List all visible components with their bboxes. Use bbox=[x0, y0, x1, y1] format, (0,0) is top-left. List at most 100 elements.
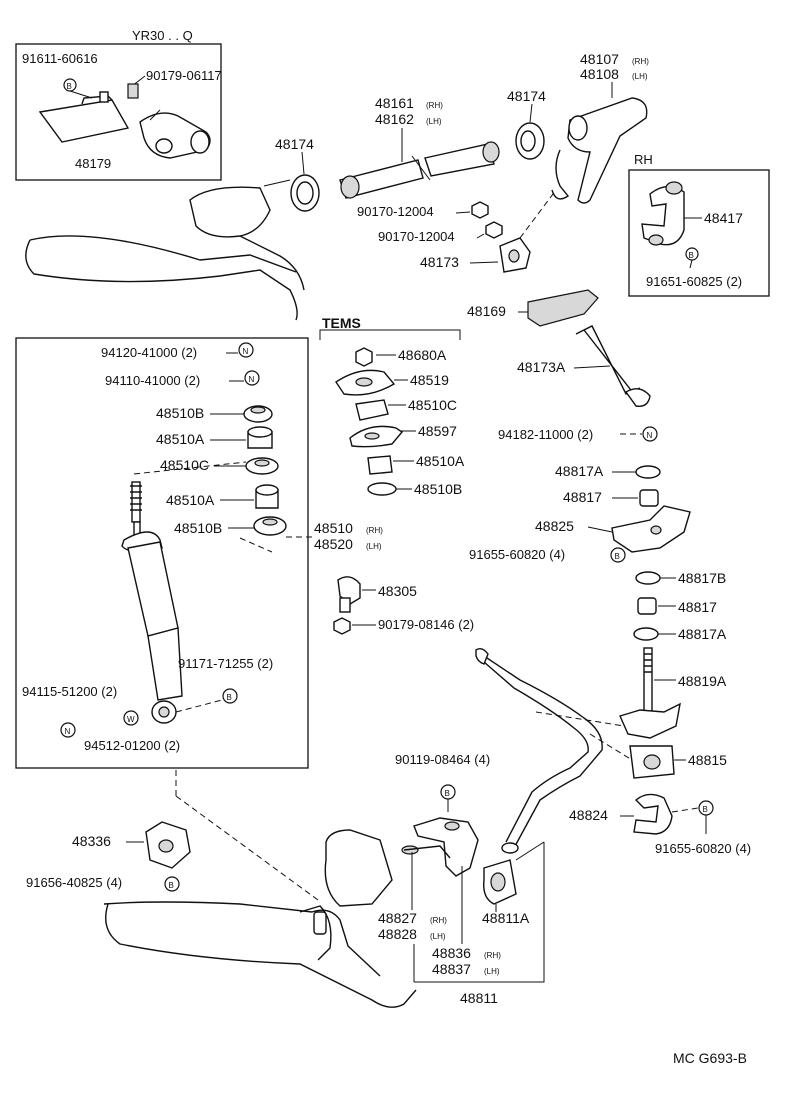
link-48819A-icon bbox=[619, 647, 681, 739]
symbol-b-badge bbox=[610, 547, 626, 563]
label-48828-side: (LH) bbox=[430, 932, 446, 941]
bolt-48173A-icon bbox=[583, 329, 635, 395]
inset-yr30-title: YR30 . . Q bbox=[132, 28, 193, 43]
label-48510A-top: 48510A bbox=[156, 431, 205, 447]
nut-upper-icon bbox=[471, 201, 489, 219]
symbol-w-text: W bbox=[127, 715, 135, 724]
inset-yr30: YR30 . . Q 91611-60616 B 90179-06117 481… bbox=[15, 28, 222, 181]
label-91655-lower: 91655-60820 (4) bbox=[655, 841, 751, 856]
label-48828: 48828 bbox=[378, 926, 417, 942]
label-48819A: 48819A bbox=[678, 673, 727, 689]
label-48597: 48597 bbox=[418, 423, 457, 439]
label-48510C-tems: 48510C bbox=[408, 397, 457, 413]
label-48173: 48173 bbox=[420, 254, 459, 270]
label-91655-upper: 91655-60820 (4) bbox=[469, 547, 565, 562]
label-48174-right: 48174 bbox=[507, 88, 546, 104]
cushion-48817A-lower-icon bbox=[633, 627, 659, 641]
symbol-w-badge bbox=[123, 710, 139, 726]
label-48510B-top: 48510B bbox=[156, 405, 204, 421]
symbol-b-text: B bbox=[615, 552, 620, 561]
inset-rh: RH 48417 B 91651-60825 (2) bbox=[628, 152, 770, 297]
label-48161: 48161 bbox=[375, 95, 414, 111]
label-48108-side: (LH) bbox=[632, 72, 648, 81]
stabilizer-bar bbox=[475, 647, 633, 854]
stabilizer-bracket-rh-icon bbox=[641, 185, 685, 246]
label-48811A: 48811A bbox=[482, 910, 530, 926]
bushing-48817-icon bbox=[639, 489, 659, 507]
label-91651-60825: 91651-60825 (2) bbox=[646, 274, 742, 289]
stabilizer-link-group: 48169 48173A 94182-11000 (2) N 48817A 48… bbox=[467, 289, 751, 856]
label-48817-lower: 48817 bbox=[678, 599, 717, 615]
cushion-48817A-icon bbox=[635, 465, 661, 479]
symbol-b-text: B bbox=[703, 805, 708, 814]
cushion-48510B-lower-icon bbox=[253, 516, 287, 536]
bracket-plate-icon bbox=[38, 99, 130, 143]
label-48510B-tems: 48510B bbox=[414, 481, 462, 497]
symbol-b-badge bbox=[222, 688, 238, 704]
label-48169: 48169 bbox=[467, 303, 506, 319]
symbol-n-badge bbox=[642, 426, 658, 442]
label-48510A-mid: 48510A bbox=[166, 492, 215, 508]
label-94115-51200: 94115-51200 (2) bbox=[22, 684, 117, 699]
symbol-n-text: N bbox=[249, 375, 255, 384]
label-48817-top: 48817 bbox=[563, 489, 602, 505]
shock-absorber-icon bbox=[121, 481, 183, 724]
label-94512-01200: 94512-01200 (2) bbox=[84, 738, 180, 753]
bumper-group: 48305 90179-08146 (2) bbox=[333, 576, 474, 635]
label-94110-41000: 94110-41000 (2) bbox=[105, 373, 200, 388]
label-91611-60616: 91611-60616 bbox=[22, 51, 98, 66]
symbol-n-badge bbox=[244, 370, 260, 386]
symbol-b-text: B bbox=[227, 693, 232, 702]
label-91171-71255: 91171-71255 (2) bbox=[178, 656, 273, 671]
label-48519: 48519 bbox=[410, 372, 449, 388]
label-94120-41000: 94120-41000 (2) bbox=[101, 345, 197, 360]
tems-group: TEMS 48680A 48519 48510C 48597 48510A 48… bbox=[319, 315, 465, 497]
bushing-48817-lower-icon bbox=[637, 597, 657, 615]
label-48837-side: (LH) bbox=[484, 967, 500, 976]
label-48417: 48417 bbox=[704, 210, 743, 226]
label-48520-side: (LH) bbox=[366, 542, 382, 551]
label-48817A-top: 48817A bbox=[555, 463, 604, 479]
symbol-b-text: B bbox=[67, 82, 72, 91]
cushion-48510B-tems-icon bbox=[367, 482, 397, 496]
bushing-48510A-tems-icon bbox=[367, 455, 393, 475]
label-48811: 48811 bbox=[460, 990, 498, 1006]
label-48836-side: (RH) bbox=[484, 951, 501, 960]
symbol-b-text: B bbox=[445, 789, 450, 798]
label-48305: 48305 bbox=[378, 583, 417, 599]
bracket-48824-icon bbox=[633, 793, 673, 835]
lower-arm-icon bbox=[103, 901, 417, 1008]
label-48836: 48836 bbox=[432, 945, 471, 961]
label-90170-lower: 90170-12004 bbox=[378, 229, 455, 244]
nut-lower-icon bbox=[485, 221, 503, 239]
label-91656-40825: 91656-40825 (4) bbox=[26, 875, 122, 890]
label-90179-06117: 90179-06117 bbox=[146, 68, 222, 83]
upper-arm bbox=[25, 179, 305, 321]
label-48510: 48510 bbox=[314, 520, 353, 536]
label-90170-upper: 90170-12004 bbox=[357, 204, 434, 219]
label-48510B-mid: 48510B bbox=[174, 520, 222, 536]
bracket-48827-icon bbox=[413, 817, 479, 877]
label-48179: 48179 bbox=[75, 156, 111, 171]
symbol-n-badge bbox=[238, 342, 254, 358]
clip-icon bbox=[127, 83, 139, 99]
shock-absorber-frame: 94120-41000 (2) N 94110-41000 (2) N 4851… bbox=[15, 337, 383, 769]
symbol-b-text: B bbox=[689, 251, 694, 260]
label-48510-side: (RH) bbox=[366, 526, 383, 535]
lower-assembly: 90119-08464 (4) B 48827 (RH) 48828 (LH) … bbox=[26, 752, 545, 1008]
label-48680A: 48680A bbox=[398, 347, 447, 363]
label-48107-side: (RH) bbox=[632, 57, 649, 66]
diagram-code: MC G693-B bbox=[673, 1050, 747, 1066]
inset-rh-title: RH bbox=[634, 152, 653, 167]
tems-title: TEMS bbox=[322, 315, 361, 331]
label-94182-11000: 94182-11000 (2) bbox=[498, 427, 593, 442]
symbol-n-text: N bbox=[243, 347, 249, 356]
nut-90179-icon bbox=[333, 617, 351, 635]
label-48174-left: 48174 bbox=[275, 136, 314, 152]
label-90119-08464: 90119-08464 (4) bbox=[395, 752, 490, 767]
torsion-bar-group: 48174 48161 (RH) 48162 (LH) 48174 48107 … bbox=[275, 51, 649, 273]
label-48108: 48108 bbox=[580, 66, 619, 82]
label-48817B: 48817B bbox=[678, 570, 726, 586]
anchor-arm-icon bbox=[567, 97, 648, 204]
